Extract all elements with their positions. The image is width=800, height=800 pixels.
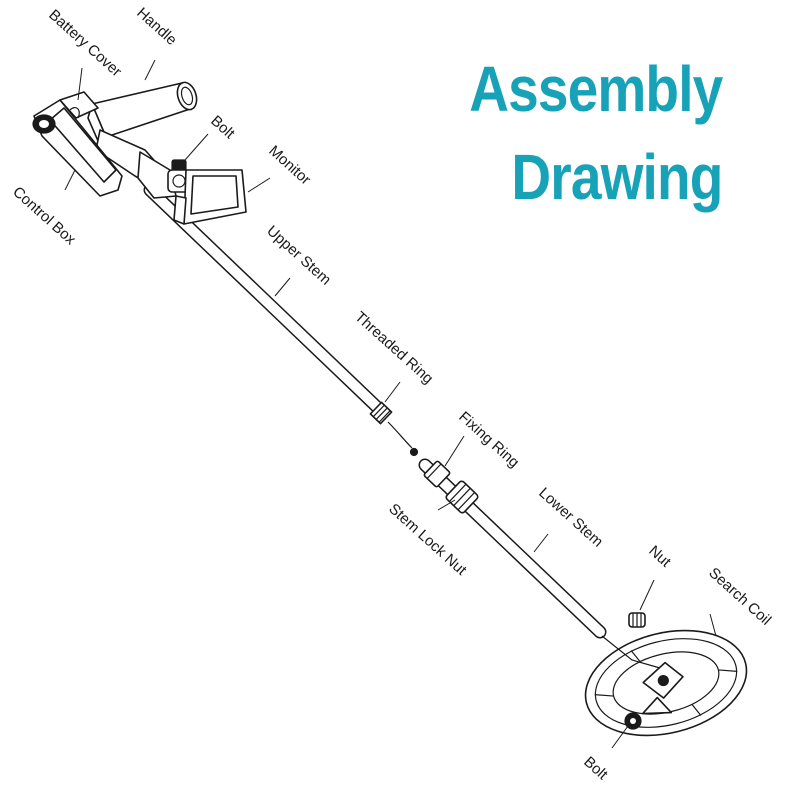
- label-bolt-bottom: Bolt: [580, 753, 611, 783]
- threaded-ring: [369, 401, 393, 425]
- nut-part: [628, 612, 646, 628]
- title-line-1: Assembly: [468, 53, 723, 125]
- label-bolt-top: Bolt: [207, 112, 238, 142]
- leader-lines: [64, 59, 717, 749]
- label-nut: Nut: [645, 542, 674, 571]
- upper-stem: [143, 183, 385, 415]
- label-lower-stem: Lower Stem: [535, 484, 606, 550]
- stem-lock-nut: [445, 480, 479, 514]
- label-stem-lock-nut: Stem Lock Nut: [385, 500, 470, 579]
- label-threaded-ring: Threaded Ring: [351, 308, 436, 387]
- label-handle: Handle: [133, 4, 180, 48]
- search-coil: [584, 629, 748, 737]
- title-line-2: Drawing: [510, 141, 723, 213]
- label-control-box: Control Box: [9, 183, 79, 248]
- control-box-part: [32, 91, 123, 197]
- label-battery-cover: Battery Cover: [45, 6, 125, 80]
- label-upper-stem: Upper Stem: [263, 222, 334, 288]
- label-monitor: Monitor: [265, 142, 314, 188]
- label-search-coil: Search Coil: [705, 564, 774, 629]
- label-fixing-ring: Fixing Ring: [455, 408, 522, 471]
- fixing-ring: [423, 460, 451, 488]
- bolt-bottom-part: [624, 712, 642, 730]
- coil-cable: [387, 421, 419, 457]
- monitor-part: [173, 169, 247, 225]
